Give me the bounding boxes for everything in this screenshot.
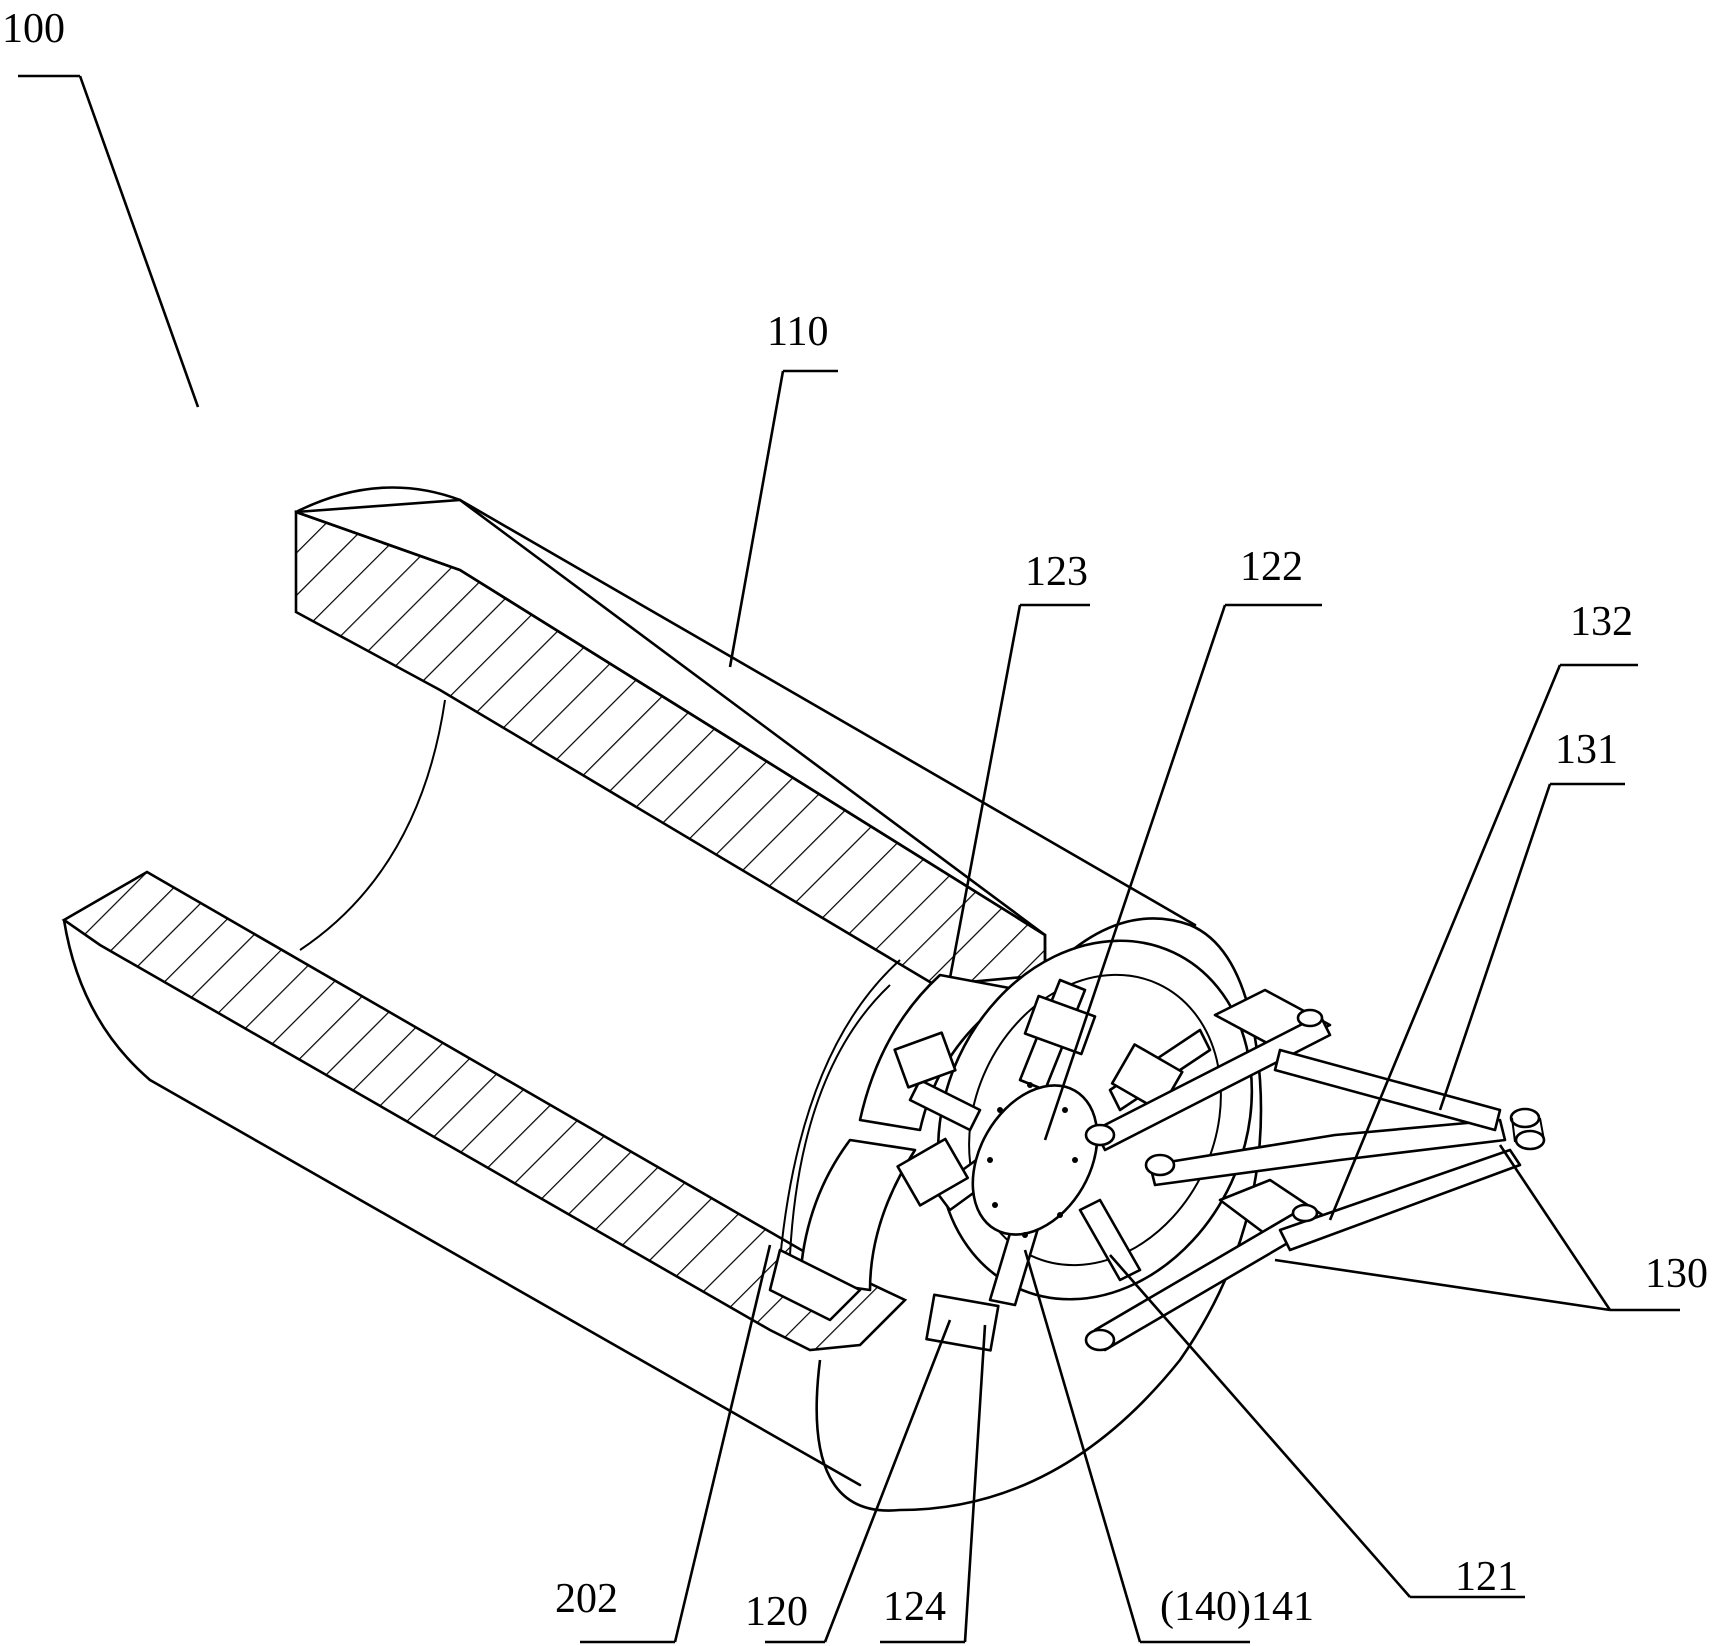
label-122: 122: [1240, 544, 1303, 590]
label-202: 202: [555, 1576, 618, 1622]
jaw-blocks: [893, 994, 1184, 1352]
linkage-arms: [1084, 988, 1546, 1352]
label-131: 131: [1555, 727, 1618, 773]
label-110: 110: [767, 309, 828, 355]
label-140-141: (140)141: [1160, 1584, 1314, 1630]
label-132: 132: [1570, 599, 1633, 645]
label-100: 100: [2, 6, 65, 52]
center-plate: [971, 1084, 1099, 1236]
flange-segments: [768, 959, 1022, 1322]
label-121: 121: [1455, 1554, 1518, 1600]
label-123: 123: [1025, 549, 1088, 595]
hub-assembly: [893, 939, 1254, 1352]
reference-labels: 100 110 123 122 132 131 130 202 120 124 …: [2, 6, 1708, 1635]
leader-lines: [18, 74, 1680, 1644]
wall-section-upper-top: [295, 498, 1047, 975]
label-120: 120: [745, 1589, 808, 1635]
label-124: 124: [883, 1584, 946, 1630]
label-130: 130: [1645, 1251, 1708, 1297]
wall-section-upper: [294, 510, 1047, 987]
center-plate-bolts: [987, 1082, 1078, 1238]
wall-section-lower: [61, 870, 908, 1352]
